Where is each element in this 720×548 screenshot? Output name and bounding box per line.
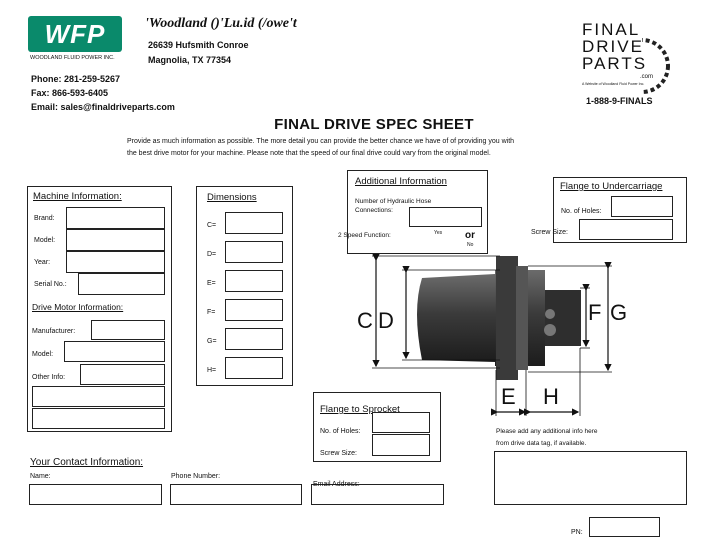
hotline: 1-888-9-FINALS bbox=[586, 96, 653, 106]
machine-info-heading: Machine Information: bbox=[33, 191, 122, 202]
intro-line2: the best drive motor for your machine. P… bbox=[127, 150, 491, 157]
contact-heading: Your Contact Information: bbox=[30, 457, 144, 468]
manufacturer-label: Manufacturer: bbox=[32, 328, 76, 335]
pn-field[interactable] bbox=[589, 517, 660, 537]
dim-h-label: H= bbox=[207, 367, 217, 374]
page-title: FINAL DRIVE SPEC SHEET bbox=[274, 116, 474, 133]
final-drive-diagram bbox=[372, 254, 612, 416]
bolt bbox=[544, 324, 556, 336]
uc-holes-field[interactable] bbox=[611, 196, 673, 217]
uc-screw-label: Screw Size: bbox=[531, 229, 568, 236]
notes-field[interactable] bbox=[494, 451, 687, 505]
motor-info-heading: Drive Motor Information: bbox=[32, 302, 124, 312]
fax-line: Fax: 866-593-6405 bbox=[31, 88, 109, 98]
brand-line2: DRIVE bbox=[582, 37, 644, 56]
sp-screw-label: Screw Size: bbox=[320, 450, 357, 457]
brand-label: Brand: bbox=[34, 215, 55, 222]
contact-name-field[interactable] bbox=[29, 484, 162, 505]
sprocket-flange bbox=[516, 266, 528, 370]
motor-housing bbox=[417, 274, 495, 362]
contact-phone-label: Phone Number: bbox=[171, 473, 221, 480]
dim-d-field[interactable] bbox=[225, 241, 283, 263]
manufacturer-field[interactable] bbox=[91, 320, 165, 340]
other-info-line2[interactable] bbox=[32, 386, 165, 407]
additional-info-heading: Additional Information bbox=[355, 176, 447, 187]
uc-screw-field[interactable] bbox=[579, 219, 673, 240]
dim-d-label: D= bbox=[207, 251, 217, 258]
dim-e-field[interactable] bbox=[225, 270, 283, 292]
final-drive-parts-logo: FINAL DRIVE PARTS .com A Website of Wood… bbox=[580, 20, 692, 100]
speed-yes[interactable]: Yes bbox=[434, 230, 443, 236]
brand-tagline: A Website of Woodland Fluid Power Inc. bbox=[582, 82, 645, 86]
other-info-line3[interactable] bbox=[32, 408, 165, 429]
diagram-label-d: D bbox=[378, 308, 394, 333]
address-line1: 26639 Hufsmith Conroe bbox=[148, 40, 249, 50]
uc-holes-label: No. of Holes: bbox=[561, 208, 602, 215]
notes-line2: from drive data tag, if available. bbox=[496, 440, 587, 447]
brand-line3: PARTS bbox=[582, 54, 648, 73]
diagram-label-g: G bbox=[610, 300, 628, 325]
serial-label: Serial No.: bbox=[34, 281, 67, 288]
diagram-label-e: E bbox=[501, 384, 516, 409]
contact-email-label: Email Address: bbox=[313, 481, 360, 488]
dimensions-heading: Dimensions bbox=[207, 192, 257, 203]
dim-e-label: E= bbox=[207, 280, 216, 287]
dim-c-field[interactable] bbox=[225, 212, 283, 234]
undercarriage-heading: Flange to Undercarriage bbox=[560, 181, 663, 192]
motor-model-field[interactable] bbox=[64, 341, 165, 362]
gear-icon bbox=[642, 38, 670, 94]
motor-model-label: Model: bbox=[32, 351, 54, 358]
contact-name-label: Name: bbox=[30, 473, 51, 480]
sp-holes-field[interactable] bbox=[372, 412, 430, 433]
model-field[interactable] bbox=[66, 229, 165, 251]
company-name: 'Woodland ()'Lu.id (/owe't bbox=[145, 16, 297, 31]
speed-label: 2 Speed Function: bbox=[338, 232, 391, 239]
diagram-label-f: F bbox=[588, 300, 602, 325]
dim-f-field[interactable] bbox=[225, 299, 283, 321]
brand-field[interactable] bbox=[66, 207, 165, 229]
speed-no[interactable]: No bbox=[467, 242, 474, 248]
dim-h-field[interactable] bbox=[225, 357, 283, 379]
dim-f-label: F= bbox=[207, 309, 216, 316]
model-label: Model: bbox=[34, 237, 56, 244]
dim-g-label: G= bbox=[207, 338, 217, 345]
email-line[interactable]: Email: sales@finaldriveparts.com bbox=[31, 102, 175, 112]
sp-screw-field[interactable] bbox=[372, 434, 430, 456]
diagram-label-h: H bbox=[543, 384, 559, 409]
notes-line1: Please add any additional info here bbox=[496, 428, 598, 435]
year-label: Year: bbox=[34, 259, 51, 266]
other-info-label: Other Info: bbox=[32, 374, 66, 381]
diagram-label-c: C bbox=[357, 308, 373, 333]
hoses-label-line1: Number of Hydraulic Hose bbox=[355, 198, 432, 205]
address-line2: Magnolia, TX 77354 bbox=[148, 55, 232, 65]
bolt bbox=[545, 309, 555, 319]
speed-or: or bbox=[465, 230, 475, 241]
contact-phone-field[interactable] bbox=[170, 484, 302, 505]
other-info-field[interactable] bbox=[80, 364, 165, 385]
contact-email-field[interactable] bbox=[311, 484, 444, 505]
sp-holes-label: No. of Holes: bbox=[320, 428, 361, 435]
serial-field[interactable] bbox=[78, 273, 165, 295]
brand-sub: .com bbox=[640, 74, 654, 80]
intro-line1: Provide as much information as possible.… bbox=[127, 138, 515, 145]
sprocket-heading: Flange to Sprocket bbox=[320, 404, 400, 415]
brand-line1: FINAL bbox=[582, 20, 641, 39]
wfp-logo-text: WFP bbox=[44, 19, 106, 49]
wfp-logo: WFP bbox=[28, 16, 122, 52]
dim-c-label: C= bbox=[207, 222, 217, 229]
hoses-field[interactable] bbox=[409, 207, 482, 227]
wfp-tagline: WOODLAND FLUID POWER INC. bbox=[30, 55, 115, 61]
hoses-label-line2: Connections: bbox=[355, 207, 393, 214]
pn-label: PN: bbox=[571, 529, 583, 536]
flange bbox=[496, 256, 518, 380]
dim-g-field[interactable] bbox=[225, 328, 283, 350]
phone-line: Phone: 281-259-5267 bbox=[31, 74, 121, 84]
year-field[interactable] bbox=[66, 251, 165, 273]
